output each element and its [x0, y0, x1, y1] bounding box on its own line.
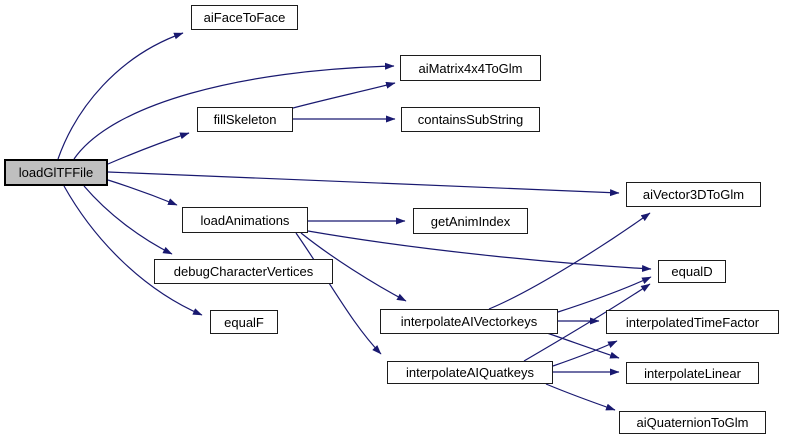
node-label-aiVector3DToGlm: aiVector3DToGlm [642, 187, 745, 202]
node-fillSkeleton[interactable]: fillSkeleton [197, 107, 293, 132]
node-interpolateAIQuatkeys[interactable]: interpolateAIQuatkeys [387, 361, 553, 384]
edge-interpolateAIVectorkeys-aiVector3DToGlm [488, 212, 651, 310]
edge-loadAnimations-equalD [307, 230, 652, 272]
node-label-debugCharacterVertices: debugCharacterVertices [173, 264, 314, 279]
node-getAnimIndex[interactable]: getAnimIndex [413, 208, 528, 234]
edge-loadGlTFFile-aiVector3DToGlm [107, 171, 620, 197]
node-equalF[interactable]: equalF [210, 310, 278, 334]
node-label-aiQuaternionToGlm: aiQuaternionToGlm [636, 415, 749, 430]
node-label-interpolatedTimeFactor: interpolatedTimeFactor [625, 314, 760, 330]
edge-interpolateAIQuatkeys-interpolatedTimeFactor [552, 340, 618, 367]
node-aiVector3DToGlm[interactable]: aiVector3DToGlm [626, 182, 761, 207]
node-interpolatedTimeFactor[interactable]: interpolatedTimeFactor [606, 310, 779, 334]
node-label-loadAnimations: loadAnimations [200, 212, 290, 228]
node-containsSubString[interactable]: containsSubString [401, 107, 540, 132]
edge-interpolateAIQuatkeys-aiQuaternionToGlm [545, 383, 616, 411]
node-label-equalD: equalD [671, 264, 713, 279]
edge-loadGlTFFile-fillSkeleton [107, 132, 190, 165]
node-loadGlTFFile: loadGlTFFile [4, 159, 108, 186]
edge-loadAnimations-interpolateAIQuatkeys [295, 232, 382, 355]
node-label-equalF: equalF [224, 314, 264, 330]
node-label-aiMatrix4x4ToGlm: aiMatrix4x4ToGlm [418, 60, 523, 76]
node-debugCharacterVertices[interactable]: debugCharacterVertices [154, 259, 333, 284]
node-label-interpolateAIQuatkeys: interpolateAIQuatkeys [406, 365, 534, 380]
edge-loadGlTFFile-equalF [63, 185, 203, 316]
node-label-loadGlTFFile: loadGlTFFile [18, 165, 94, 180]
edge-loadGlTFFile-aiFaceToFace [57, 32, 184, 160]
node-label-interpolateLinear: interpolateLinear [644, 365, 741, 381]
node-label-getAnimIndex: getAnimIndex [430, 213, 511, 229]
node-equalD[interactable]: equalD [658, 260, 726, 283]
edge-fillSkeleton-aiMatrix4x4ToGlm [292, 81, 396, 109]
node-label-fillSkeleton: fillSkeleton [213, 112, 277, 127]
edge-loadAnimations-interpolateAIVectorkeys [300, 232, 407, 302]
edge-loadGlTFFile-aiMatrix4x4ToGlm [73, 62, 395, 160]
node-label-aiFaceToFace: aiFaceToFace [203, 10, 286, 25]
edge-loadGlTFFile-loadAnimations [107, 179, 178, 206]
node-aiQuaternionToGlm[interactable]: aiQuaternionToGlm [619, 411, 766, 434]
node-label-containsSubString: containsSubString [417, 112, 524, 127]
node-loadAnimations[interactable]: loadAnimations [182, 207, 308, 233]
node-aiMatrix4x4ToGlm[interactable]: aiMatrix4x4ToGlm [400, 55, 541, 81]
node-interpolateAIVectorkeys[interactable]: interpolateAIVectorkeys [380, 309, 558, 334]
edge-interpolateAIVectorkeys-interpolateLinear [546, 332, 620, 359]
node-aiFaceToFace[interactable]: aiFaceToFace [191, 5, 298, 30]
edge-interpolateAIVectorkeys-equalD [557, 276, 652, 313]
edge-interpolateAIQuatkeys-equalD [523, 283, 651, 362]
edge-loadGlTFFile-debugCharacterVertices [83, 185, 173, 255]
node-interpolateLinear[interactable]: interpolateLinear [626, 362, 759, 384]
node-label-interpolateAIVectorkeys: interpolateAIVectorkeys [400, 314, 538, 329]
